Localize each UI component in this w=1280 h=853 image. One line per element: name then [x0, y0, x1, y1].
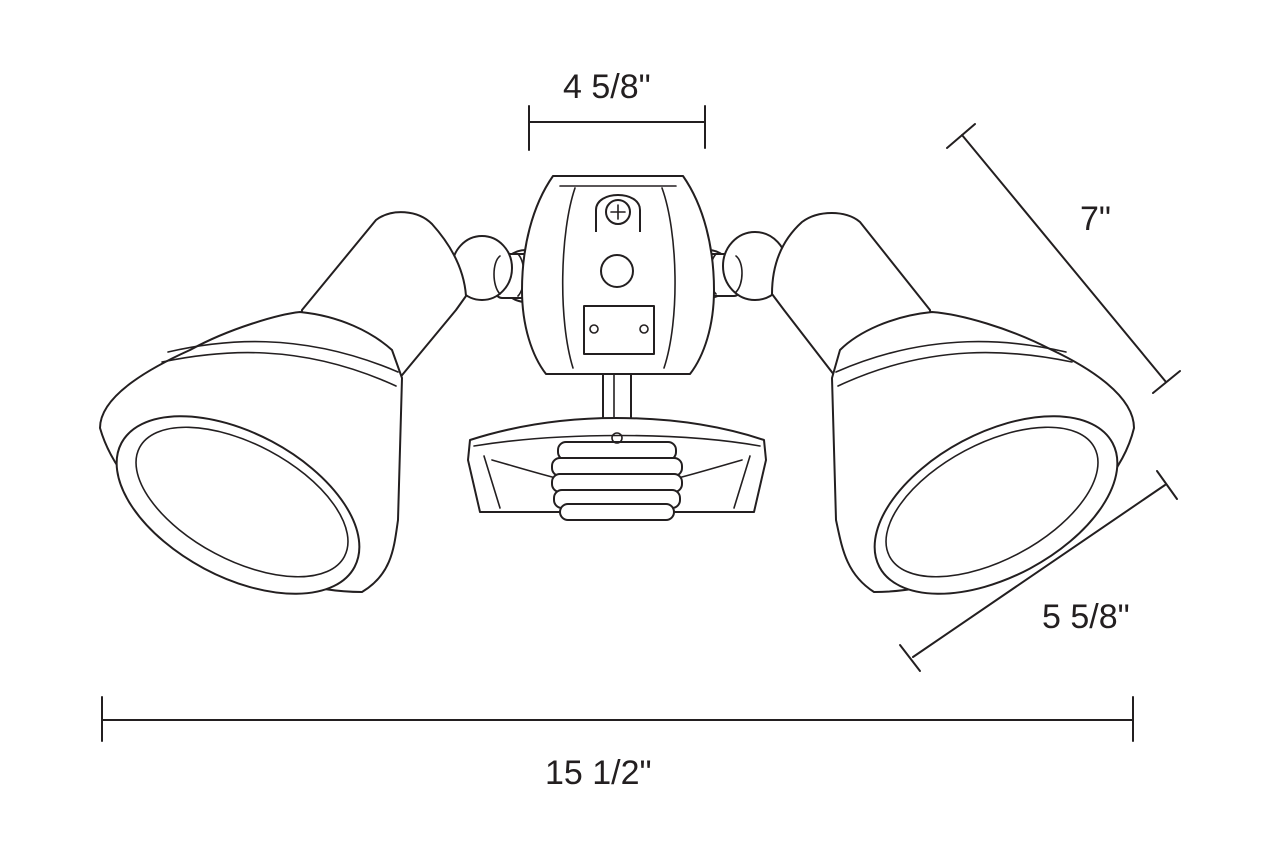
- junction-box: [521, 175, 715, 375]
- dimension-top-width: 4 5/8": [528, 68, 706, 151]
- bracket-plate: [583, 305, 655, 355]
- mounting-screw-icon: [595, 194, 641, 232]
- dimension-height: 7": [946, 123, 1181, 394]
- dimension-label-top-width: 4 5/8": [563, 68, 651, 106]
- motion-sensor: [467, 417, 767, 521]
- dimension-overall-width: 15 1/2": [101, 696, 1134, 792]
- dimension-label-overall-width: 15 1/2": [545, 754, 652, 792]
- dimension-label-depth: 5 5/8": [1042, 598, 1130, 636]
- left-floodlight-lamp: [99, 211, 467, 595]
- dimension-label-height: 7": [1080, 200, 1111, 238]
- center-knob: [600, 254, 634, 288]
- dimension-depth: 5 5/8": [899, 470, 1178, 672]
- sensor-lens: [551, 432, 683, 521]
- right-floodlight-lamp: [771, 212, 1135, 595]
